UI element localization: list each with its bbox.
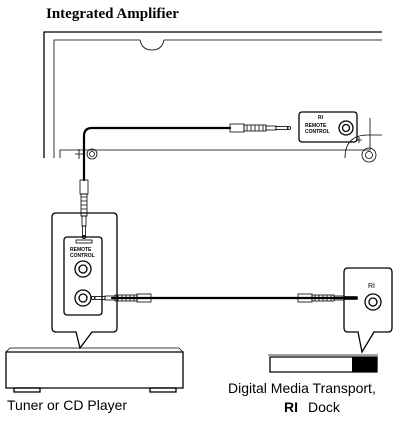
plug-icon	[297, 293, 358, 303]
amplifier-remote-control-jack: RI REMOTE CONTROL	[298, 111, 358, 143]
plug-icon	[229, 123, 291, 133]
dock-device	[268, 354, 378, 373]
plug-icon	[91, 293, 152, 303]
jack-label-control: CONTROL	[305, 129, 330, 135]
tuner-cd-player-device	[5, 347, 184, 393]
remote-control-cable-bottom	[91, 293, 358, 303]
dock-caption-line2: Dock	[308, 399, 341, 415]
jack-icon	[74, 289, 92, 307]
ground-screw-icon	[75, 148, 98, 160]
jack-label-remote: REMOTE	[305, 123, 327, 129]
jack-label-control: CONTROL	[70, 253, 95, 259]
amplifier-rear-panel	[43, 31, 382, 163]
jack-icon	[364, 293, 382, 311]
jack-icon	[338, 120, 354, 136]
jack-label-remote: REMOTE	[70, 247, 92, 253]
dock-indicator	[352, 357, 377, 372]
diagram-title: Integrated Amplifier	[46, 6, 179, 22]
ri-logo-icon: RI	[368, 283, 375, 290]
jack-icon	[74, 260, 92, 278]
tuner-rear-panel: REMOTE CONTROL	[51, 212, 118, 350]
ri-logo-icon: RI	[284, 399, 298, 415]
ground-screw-icon	[356, 137, 377, 163]
dock-caption-line1: Digital Media Transport,	[228, 380, 376, 396]
ri-logo-icon: RI	[318, 115, 324, 121]
remote-control-cable-top	[79, 123, 291, 239]
plug-icon	[79, 179, 89, 239]
dock-rear-panel: RI	[343, 267, 393, 354]
tuner-caption: Tuner or CD Player	[7, 397, 127, 413]
